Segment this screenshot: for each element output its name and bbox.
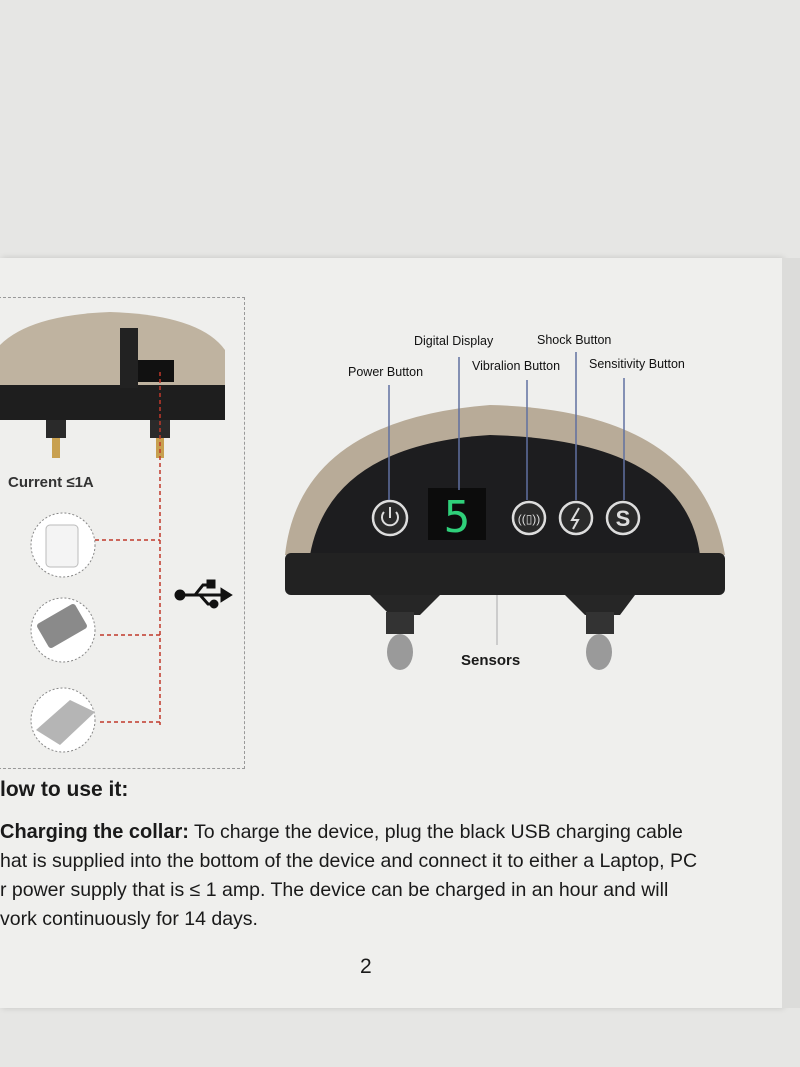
charging-lead: Charging the collar: [0,821,189,843]
label-power-button: Power Button [348,365,424,379]
label-sensors: Sensors [461,652,521,669]
label-vibration-button: Vibralion Button [472,359,561,373]
collar-receiver [285,405,725,670]
vibration-button[interactable]: ((▯)) [511,500,547,536]
callout-lines [388,352,625,645]
page-edge [782,258,800,1008]
charging-paragraph: Charging the collar: To charge the devic… [0,818,790,934]
connector-lines [95,372,161,725]
s-icon: S [616,506,631,531]
para-line-1: Charging the collar: To charge the devic… [0,818,790,847]
para-line-3: r power supply that is ≤ 1 amp. The devi… [0,879,669,901]
current-label: Current ≤1A [8,474,94,491]
digital-display [428,488,486,540]
phone-icon [30,597,96,663]
shock-button[interactable] [558,500,594,536]
wall-adapter-icon [30,512,96,578]
para-line-4: vork continuously for 14 days. [0,908,258,930]
laptop-icon [30,687,96,753]
display-value: 5 [444,492,471,543]
label-shock-button: Shock Button [537,333,612,347]
collar-side-view [0,312,225,458]
section-heading: low to use it: [0,778,129,801]
para-line-1-text: To charge the device, plug the black USB… [188,821,683,843]
para-line-2: hat is supplied into the bottom of the d… [0,850,698,872]
label-sensitivity-button: Sensitivity Button [589,357,685,371]
lightning-icon [570,507,580,530]
label-digital-display: Digital Display [414,334,494,348]
sensitivity-button[interactable]: S [605,500,641,536]
page-number: 2 [360,955,372,978]
charging-illustration [0,297,245,769]
power-icon [381,511,399,527]
vibration-icon: ((▯)) [518,512,541,526]
power-button[interactable] [371,499,409,537]
usb-icon [174,579,233,609]
